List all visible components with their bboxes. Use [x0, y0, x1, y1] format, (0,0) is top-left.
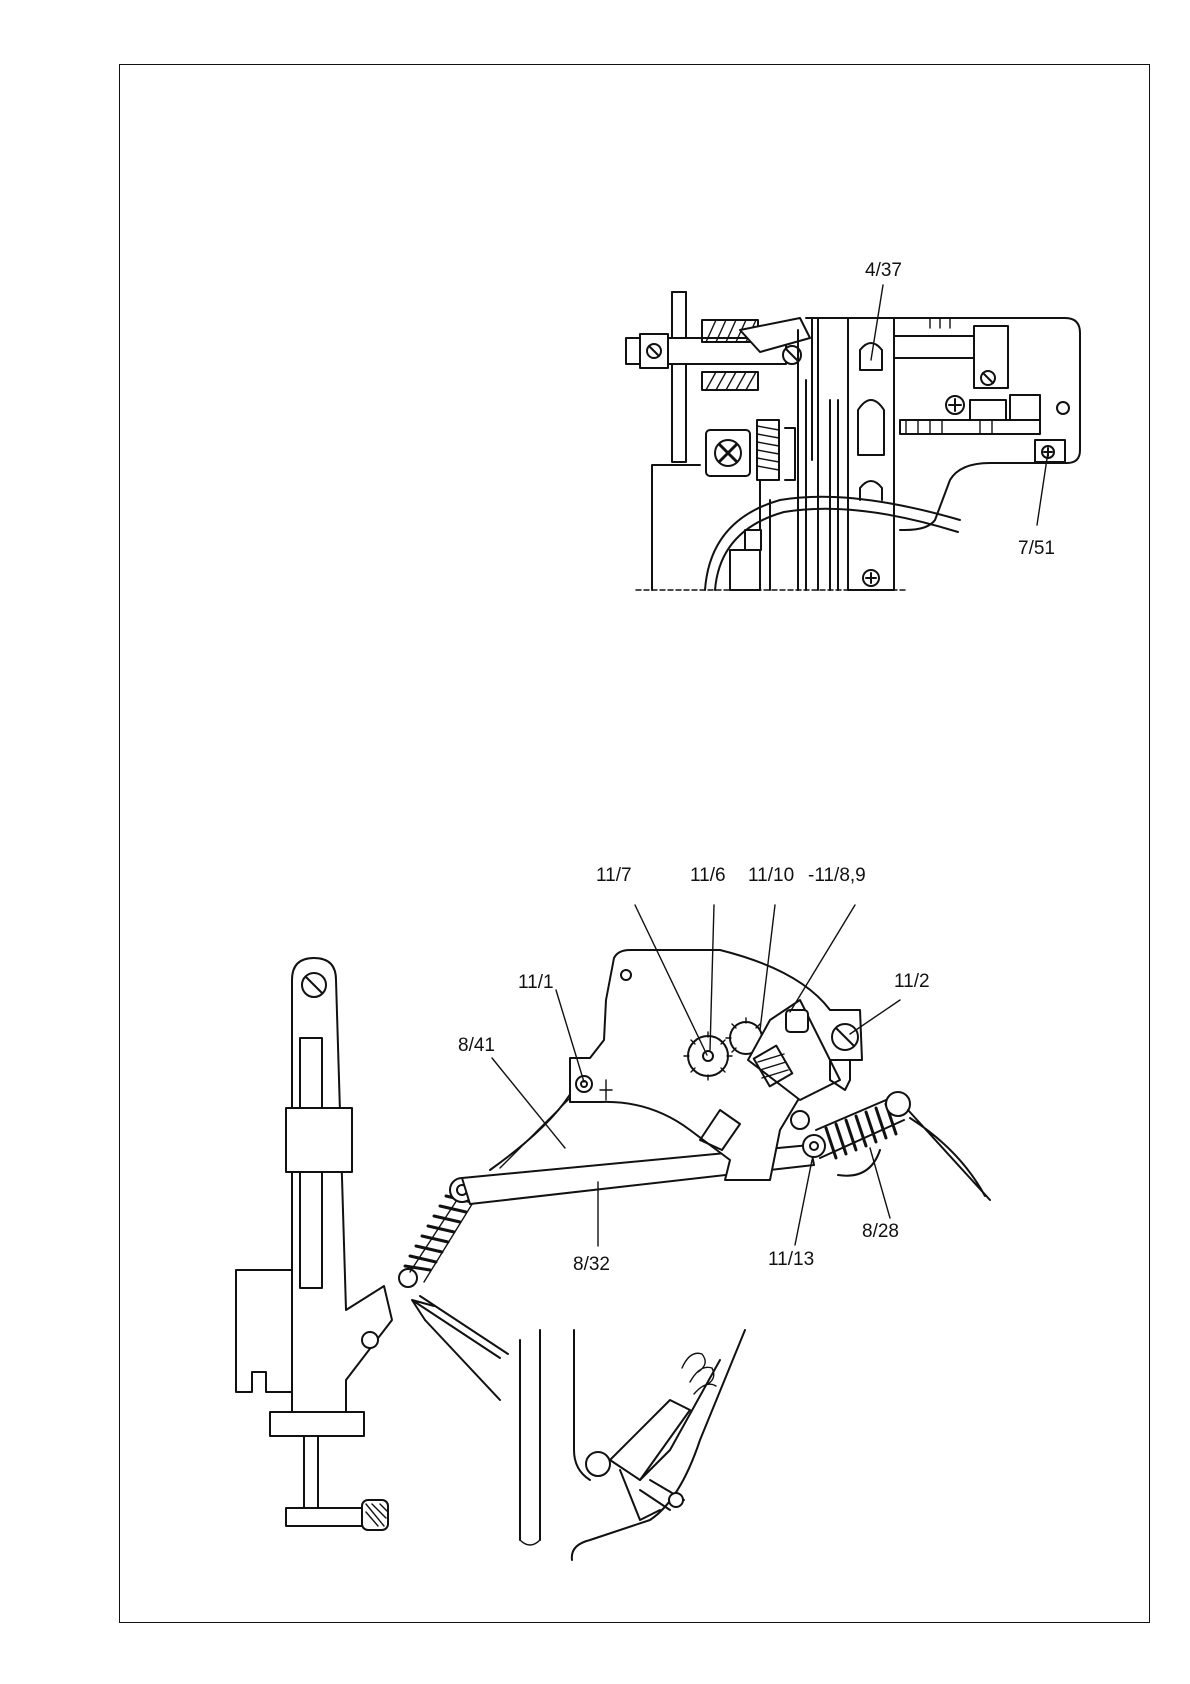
callout-11-10: 11/10 — [748, 866, 794, 885]
top-mechanism-drawing — [626, 285, 1080, 590]
callout-7-51: 7/51 — [1018, 539, 1055, 558]
callout-11-13: 11/13 — [768, 1250, 814, 1269]
callout-8-41: 8/41 — [458, 1036, 495, 1055]
callout-4-37: 4/37 — [865, 261, 902, 280]
callout-11-6: 11/6 — [690, 866, 726, 885]
callout-11-2: 11/2 — [894, 972, 930, 991]
callout-8-28: 8/28 — [862, 1222, 899, 1241]
callout-11-1: 11/1 — [518, 973, 554, 992]
callout-11-7: 11/7 — [596, 866, 632, 885]
callout-11-8-9: -11/8,9 — [808, 866, 866, 885]
callout-8-32: 8/32 — [573, 1255, 610, 1274]
